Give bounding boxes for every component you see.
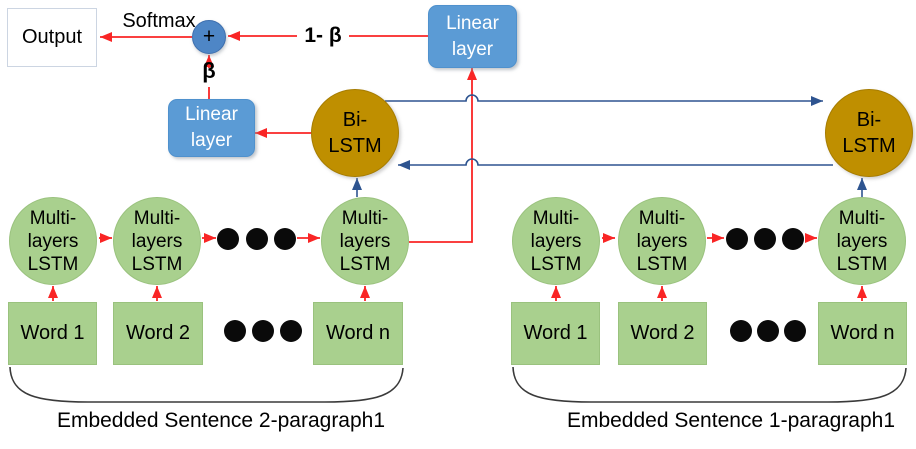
lstm-line1: Multi-: [532, 207, 580, 229]
ellipsis-dot: [784, 320, 806, 342]
ellipsis-dot: [280, 320, 302, 342]
lstm-line1: Multi-: [341, 207, 389, 229]
lstm-line2: layers: [131, 230, 183, 252]
lstm-line2: layers: [339, 230, 391, 252]
word-box-left-2: Word 2: [113, 302, 203, 365]
lstm-node-left-2: Multi- layers LSTM: [113, 197, 201, 285]
ellipsis-dot: [730, 320, 752, 342]
lstm-line1: Multi-: [838, 207, 886, 229]
word-box-left-1: Word 1: [8, 302, 97, 365]
lstm-line2: layers: [836, 230, 888, 252]
ellipsis-dot: [252, 320, 274, 342]
linear-layer-top: Linear layer: [428, 5, 517, 68]
ellipsis-dot: [782, 228, 804, 250]
one-minus-beta-label: 1- β: [297, 21, 349, 50]
lstm-node-left-1: Multi- layers LSTM: [9, 197, 97, 285]
lstm-node-right-1: Multi- layers LSTM: [512, 197, 600, 285]
bilstm-line2: LSTM: [842, 135, 896, 157]
output-box: Output: [7, 8, 97, 67]
ellipsis-dot: [217, 228, 239, 250]
output-label: Output: [21, 26, 83, 48]
word-box-right-2: Word 2: [618, 302, 707, 365]
word-box-left-n: Word n: [313, 302, 403, 365]
bilstm-line1: Bi-: [856, 109, 882, 131]
linear-layer-left: Linear layer: [168, 99, 255, 157]
lstm-node-right-n: Multi- layers LSTM: [818, 197, 906, 285]
lstm-line1: Multi-: [638, 207, 686, 229]
lstm-line1: Multi-: [133, 207, 181, 229]
bilstm-node-left: Bi- LSTM: [311, 89, 399, 177]
sentence-brace-left: [9, 366, 404, 403]
plus-icon: +: [202, 25, 216, 48]
ellipsis-dot: [757, 320, 779, 342]
lstm-line1: Multi-: [29, 207, 77, 229]
ellipsis-dot: [246, 228, 268, 250]
lstm-node-left-n: Multi- layers LSTM: [321, 197, 409, 285]
lstm-line3: LSTM: [836, 253, 888, 275]
arrow-lstm-to-linear-top: [409, 68, 477, 243]
ellipsis-dots: [217, 228, 806, 342]
beta-label: β: [202, 58, 216, 83]
lstm-line2: layers: [530, 230, 582, 252]
bilstm-node-right: Bi- LSTM: [825, 89, 913, 177]
lstm-line3: LSTM: [27, 253, 79, 275]
lstm-line3: LSTM: [636, 253, 688, 275]
bilstm-line1: Bi-: [342, 109, 368, 131]
ellipsis-dot: [224, 320, 246, 342]
sentence-label-left: Embedded Sentence 2-paragraph1: [56, 409, 386, 432]
sum-node: +: [192, 20, 226, 54]
bilstm-line2: LSTM: [328, 135, 382, 157]
softmax-label: Softmax: [122, 10, 196, 32]
word-box-right-n: Word n: [818, 302, 907, 365]
lstm-node-right-2: Multi- layers LSTM: [618, 197, 706, 285]
sentence-brace-right: [512, 366, 907, 403]
ellipsis-dot: [754, 228, 776, 250]
arrow-bilstm-right-to-left: [398, 158, 833, 170]
ellipsis-dot: [726, 228, 748, 250]
word-box-right-1: Word 1: [511, 302, 600, 365]
lstm-line3: LSTM: [530, 253, 582, 275]
lstm-line2: layers: [636, 230, 688, 252]
lstm-line3: LSTM: [131, 253, 183, 275]
arrow-bilstm-left-to-right: [385, 94, 823, 106]
sentence-label-right: Embedded Sentence 1-paragraph1: [566, 409, 896, 432]
ellipsis-dot: [274, 228, 296, 250]
lstm-line3: LSTM: [339, 253, 391, 275]
lstm-line2: layers: [27, 230, 79, 252]
